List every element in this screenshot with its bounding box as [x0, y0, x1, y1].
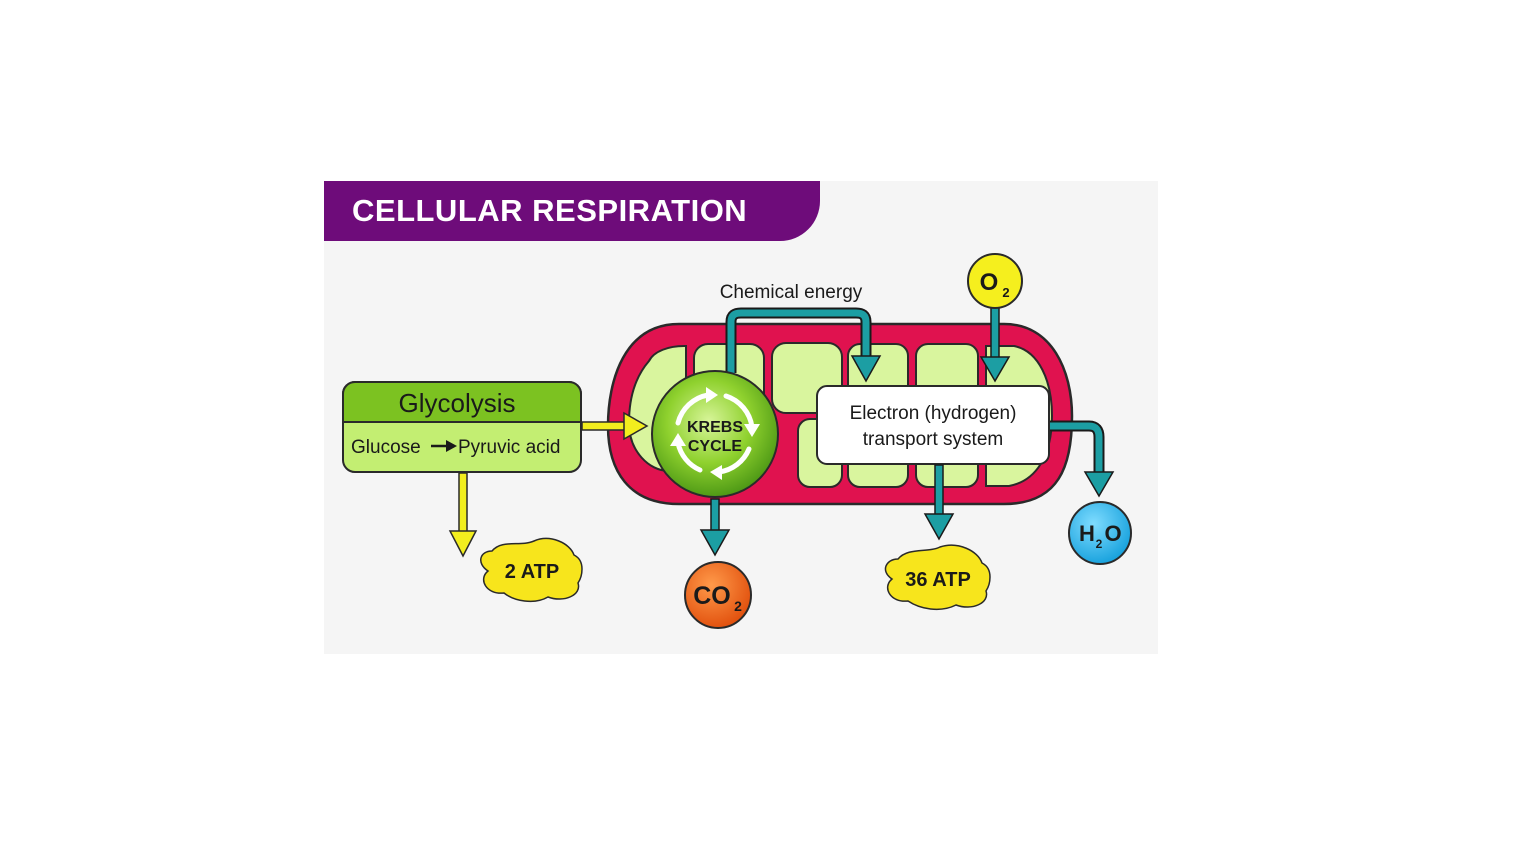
- atp-36-label: 36 ATP: [905, 569, 971, 591]
- diagram-title: CELLULAR RESPIRATION: [352, 193, 748, 228]
- krebs-line1: KREBS: [687, 419, 743, 436]
- etc-line2: transport system: [863, 429, 1003, 450]
- glycolysis-pyruvic-label: Pyruvic acid: [458, 437, 560, 458]
- atp-2-label: 2 ATP: [505, 561, 559, 583]
- h2o-h: H: [1079, 521, 1095, 546]
- etc-to-h2o-arrow: [1050, 420, 1115, 498]
- glycolysis-box: Glycolysis Glucose Pyruvic acid: [342, 381, 582, 473]
- h2o-subscript: 2: [1096, 537, 1103, 551]
- h2o-o: O: [1104, 521, 1121, 546]
- atp-36-badge: 36 ATP: [884, 544, 991, 611]
- krebs-line2: CYCLE: [688, 438, 743, 455]
- o2-symbol: O: [980, 269, 999, 296]
- chemical-energy-arrow: [725, 307, 882, 383]
- krebs-to-co2-arrow: [699, 498, 731, 557]
- co2-molecule: CO 2: [684, 561, 752, 629]
- krebs-cycle: KREBS CYCLE: [651, 370, 779, 498]
- h2o-molecule: H 2 O: [1068, 501, 1132, 565]
- glycolysis-to-atp-arrow: [448, 472, 478, 558]
- electron-transport-box: Electron (hydrogen) transport system: [816, 385, 1050, 465]
- glycolysis-reaction-arrow: [431, 440, 457, 452]
- glycolysis-glucose-label: Glucose: [351, 437, 421, 458]
- o2-molecule: O 2: [967, 253, 1023, 309]
- glycolysis-heading: Glycolysis: [398, 388, 515, 418]
- etc-to-atp-arrow: [923, 464, 955, 541]
- atp-2-badge: 2 ATP: [480, 537, 583, 603]
- title-banner: CELLULAR RESPIRATION: [324, 181, 820, 241]
- o2-to-etc-arrow: [979, 306, 1011, 383]
- diagram-canvas: CELLULAR RESPIRATION: [324, 181, 1158, 654]
- etc-line1: Electron (hydrogen): [850, 403, 1017, 424]
- co2-subscript: 2: [734, 598, 742, 614]
- glycolysis-to-krebs-arrow: [581, 411, 649, 441]
- o2-subscript: 2: [1002, 285, 1009, 300]
- co2-symbol: CO: [693, 582, 731, 610]
- chemical-energy-label: Chemical energy: [720, 282, 863, 303]
- diagram-svg: Glycolysis Glucose Pyruvic acid 2 ATP: [342, 253, 1132, 629]
